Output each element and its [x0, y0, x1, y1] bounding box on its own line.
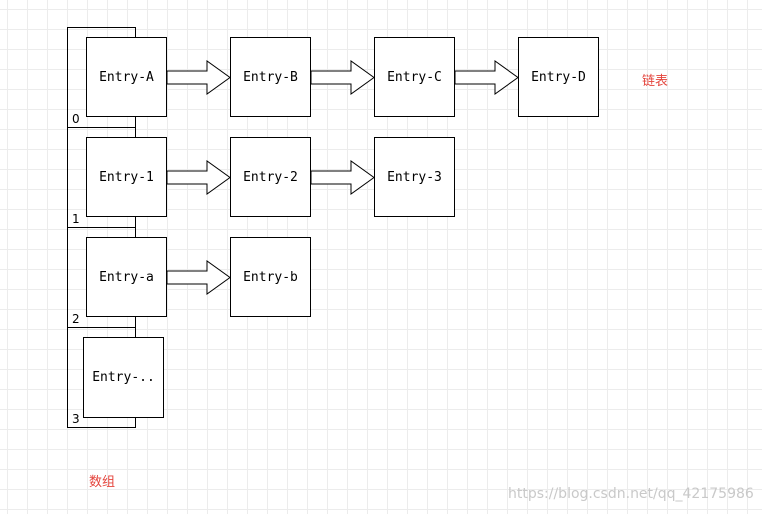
arrow-icon: [166, 60, 231, 95]
array-index-2: 2: [72, 312, 80, 326]
arrow-icon: [310, 60, 375, 95]
array-label: 数组: [89, 475, 116, 490]
array-index-1: 1: [72, 212, 80, 226]
entry-node: Entry-2: [230, 137, 311, 217]
entry-node: Entry-..: [83, 337, 164, 418]
entry-node: Entry-1: [86, 137, 167, 217]
watermark: https://blog.csdn.net/qq_42175986: [508, 486, 754, 502]
array-index-3: 3: [72, 412, 80, 426]
entry-node: Entry-D: [518, 37, 599, 117]
linked-list-label: 链表: [642, 74, 669, 89]
entry-node: Entry-A: [86, 37, 167, 117]
arrow-icon: [166, 260, 231, 295]
entry-node: Entry-3: [374, 137, 455, 217]
entry-node: Entry-C: [374, 37, 455, 117]
array-index-0: 0: [72, 112, 80, 126]
arrow-icon: [166, 160, 231, 195]
arrow-icon: [454, 60, 519, 95]
entry-node: Entry-a: [86, 237, 167, 317]
entry-node: Entry-b: [230, 237, 311, 317]
arrow-icon: [310, 160, 375, 195]
entry-node: Entry-B: [230, 37, 311, 117]
